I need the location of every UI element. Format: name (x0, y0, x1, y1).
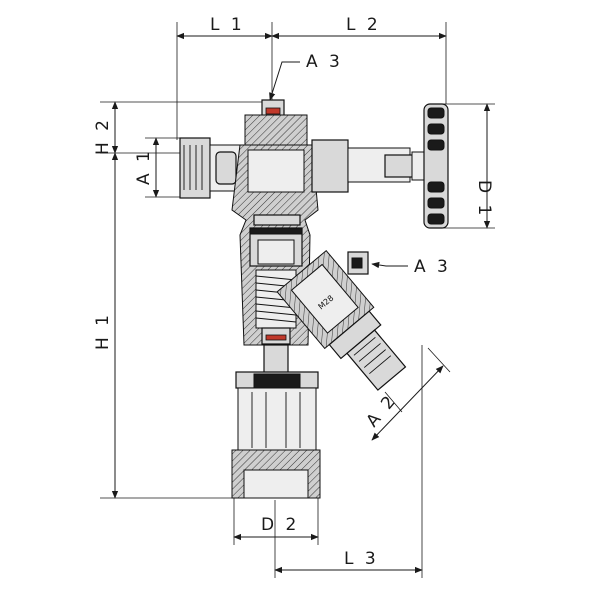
spring (255, 269, 297, 329)
outlet-bore (243, 469, 309, 499)
inlet-nut (179, 137, 211, 199)
a3-side-leader (371, 261, 408, 269)
l1-label: L 1 (210, 15, 245, 35)
upper-seat (253, 214, 301, 226)
top-cap (244, 99, 308, 146)
check-spindle (263, 344, 289, 374)
side-port-plug (351, 257, 363, 269)
handwheel[interactable] (423, 103, 449, 229)
valve-body: M28 (179, 99, 449, 499)
outlet-gasket (253, 373, 301, 389)
stem-nut (384, 154, 416, 178)
d2-label: D 2 (261, 515, 299, 535)
dimension-lines (100, 22, 495, 578)
a1-label: A 1 (134, 148, 154, 185)
upper-chamber (247, 149, 305, 193)
top-cap-section (244, 114, 308, 146)
handwheel-assembly (311, 103, 449, 229)
inlet-coupling (179, 137, 241, 199)
side-port-a3 (347, 251, 369, 275)
l2-label: L 2 (346, 15, 381, 35)
a3-top-leader (269, 61, 300, 101)
main-body (231, 144, 319, 374)
h1-label: H 1 (93, 312, 113, 350)
a2-label: A 2 (363, 390, 402, 431)
strainer-branch: M28 (276, 249, 407, 391)
handwheel-grip (427, 107, 445, 225)
h2-label: H 2 (93, 117, 113, 155)
piston (257, 239, 295, 265)
l3-label: L 3 (344, 549, 379, 569)
bonnet (311, 139, 349, 193)
a2-ext-upper (427, 347, 451, 373)
piston-ring (249, 227, 303, 235)
a2-dimension (371, 365, 444, 441)
outlet-tailpiece (237, 387, 317, 451)
a3-side-label: A 3 (414, 257, 451, 277)
top-port-seal (265, 107, 281, 115)
inlet-window (215, 151, 237, 185)
d1-label: D 1 (474, 180, 494, 218)
a3-top-label: A 3 (306, 52, 343, 72)
strainer-chamber (290, 263, 359, 334)
strainer-outlet (346, 329, 407, 391)
lower-seal (265, 334, 287, 341)
lower-outlet (231, 371, 321, 499)
